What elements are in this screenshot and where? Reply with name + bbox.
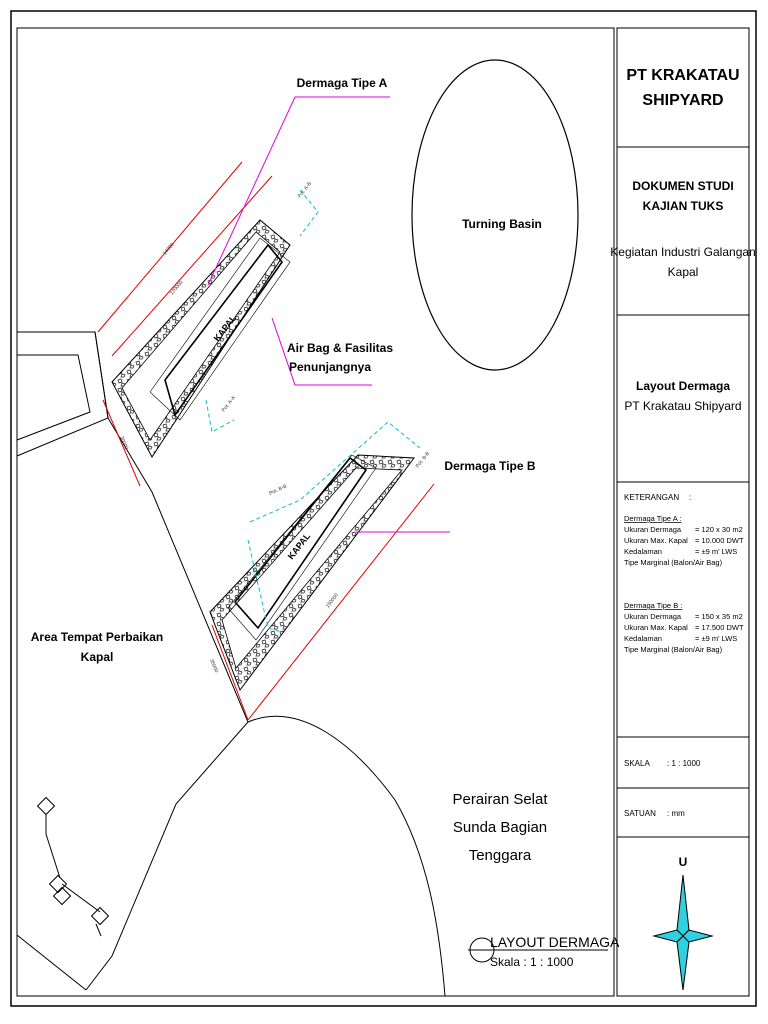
dermaga-b-label: Dermaga Tipe B	[444, 459, 535, 473]
legend-type-a-row-label: Kedalaman	[624, 547, 662, 556]
panel-dividers	[617, 146, 749, 838]
company-name-line2: SHIPYARD	[642, 92, 723, 109]
dimension-a-outer: 16000	[162, 242, 176, 257]
site-map: Turning Basin KAPAL Pot. A-B Pot. A-A KA…	[16, 59, 620, 997]
dermaga-a: KAPAL	[111, 219, 291, 458]
airbag-label-line2: Penunjangnya	[289, 360, 371, 374]
dimension-lines	[97, 161, 435, 721]
waters-label-line2: Sunda Bagian	[453, 819, 547, 836]
layout-block-title: Layout Dermaga	[636, 379, 730, 393]
scale-label: SKALA	[624, 759, 650, 768]
repair-area-label-line1: Area Tempat Perbaikan	[31, 630, 164, 644]
turning-basin	[411, 59, 579, 371]
dermaga-b: KAPAL	[209, 454, 415, 692]
land-outlines	[16, 331, 446, 997]
dimension-a-width: 30000	[118, 435, 129, 450]
legend-type-b-row-value: = ±9 m' LWS	[695, 634, 737, 643]
plan-title-scale: Skala : 1 : 1000	[490, 955, 574, 969]
section-lines-b	[247, 421, 421, 633]
legend-type-b-title: Dermaga Tipe B :	[624, 601, 682, 610]
legend-type-b-row-label: Kedalaman	[624, 634, 662, 643]
section-b-right-label: Pot. B-B	[415, 450, 432, 469]
legend-type-b-row-value: = 150 x 35 m2	[695, 612, 743, 621]
turning-basin-label: Turning Basin	[462, 217, 542, 231]
dimension-b-width: 35000	[208, 658, 219, 673]
document-subtitle-line2: Kapal	[668, 265, 699, 279]
legend-type-b-row-label: Ukuran Dermaga	[624, 612, 682, 621]
unit-label: SATUAN	[624, 809, 656, 818]
unit-value: : mm	[667, 809, 685, 818]
map-frame	[16, 27, 615, 997]
legend-type-a-row-value: = 120 x 30 m2	[695, 525, 743, 534]
plan-title-text: LAYOUT DERMAGA	[490, 934, 620, 950]
legend-type-a-note: Tipe Marginal (Balon/Air Bag)	[624, 558, 723, 567]
legend: KETERANGAN : Dermaga Tipe A : Ukuran Der…	[624, 493, 744, 654]
dimension-a-inner: 120000	[169, 280, 185, 297]
section-lines-a	[205, 189, 319, 433]
section-b-top-label: Pot. B-B	[268, 483, 288, 497]
plan-title: LAYOUT DERMAGA Skala : 1 : 1000	[468, 934, 620, 969]
dermaga-a-label: Dermaga Tipe A	[297, 76, 388, 90]
legend-header-colon: :	[689, 493, 691, 502]
airbag-label-line1: Air Bag & Fasilitas	[287, 341, 393, 355]
legend-type-a-row-label: Ukuran Dermaga	[624, 525, 682, 534]
repair-area-label-line2: Kapal	[81, 650, 114, 664]
legend-type-a-row-value: = 10.000 DWT	[695, 536, 744, 545]
section-a-bottom-label: Pot. A-A	[221, 395, 237, 414]
outer-border	[10, 10, 757, 1007]
legend-type-b-note: Tipe Marginal (Balon/Air Bag)	[624, 645, 723, 654]
document-title-line1: DOKUMEN STUDI	[632, 179, 733, 193]
small-facilities	[36, 796, 110, 937]
legend-type-a-title: Dermaga Tipe A :	[624, 514, 682, 523]
north-arrow-icon: U	[652, 855, 714, 991]
document-title-line2: KAJIAN TUKS	[643, 199, 724, 213]
legend-type-b-row-value: = 17.500 DWT	[695, 623, 744, 632]
document-subtitle-line1: Kegiatan Industri Galangan	[610, 245, 755, 259]
legend-type-a-row-label: Ukuran Max. Kapal	[624, 536, 688, 545]
legend-header: KETERANGAN	[624, 493, 679, 502]
callout-lines	[207, 96, 450, 533]
title-panel: PT KRAKATAU SHIPYARD DOKUMEN STUDI KAJIA…	[610, 67, 756, 991]
legend-type-a-row-value: = ±9 m' LWS	[695, 547, 737, 556]
scale-value: : 1 : 1000	[667, 759, 701, 768]
waters-label-line1: Perairan Selat	[452, 791, 548, 808]
north-label: U	[679, 855, 688, 869]
legend-type-b-row-label: Ukuran Max. Kapal	[624, 623, 688, 632]
waters-label-line3: Tenggara	[469, 847, 532, 864]
layout-block-subtitle: PT Krakatau Shipyard	[624, 399, 741, 413]
company-name-line1: PT KRAKATAU	[626, 67, 739, 84]
title-panel-frame	[616, 27, 750, 997]
